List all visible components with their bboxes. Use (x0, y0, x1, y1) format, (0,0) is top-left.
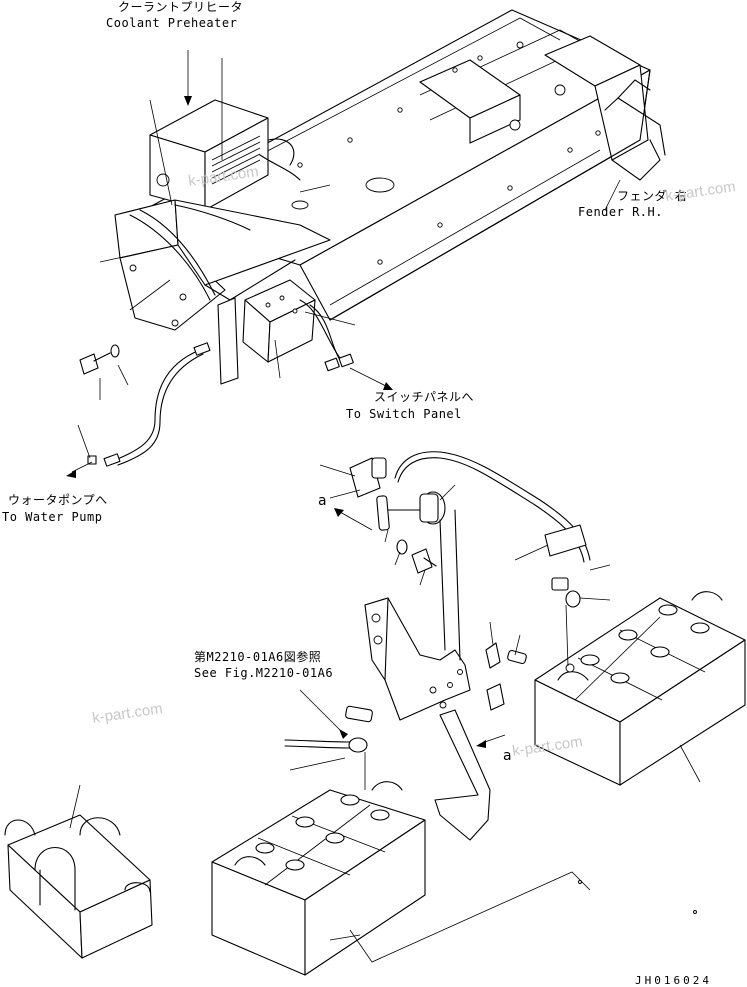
battery-left (211, 689, 426, 976)
coolant-preheater-label-jp: クーラントプリヒータ (118, 0, 244, 14)
leader-lines-upper (99, 50, 621, 390)
battery-right (534, 591, 746, 786)
switch-panel-label-en: To Switch Panel (346, 407, 462, 421)
reference-marker-a-upper: a (318, 493, 327, 509)
battery-link-lines (329, 744, 701, 963)
switch-panel-label-jp: スイッチパネルへ (374, 390, 475, 404)
coolant-preheater (149, 99, 301, 211)
drawing-number: JH016024 (635, 974, 712, 987)
water-pump-cable (66, 342, 211, 478)
battery-holddown-kit (4, 784, 153, 959)
reference-marker-a-lower: a (503, 748, 512, 764)
water-pump-label-en: To Water Pump (2, 510, 103, 524)
battery-relay-group (319, 451, 611, 608)
main-frame (134, 9, 666, 321)
water-pump-label-jp: ウォータポンプへ (8, 493, 108, 507)
fender-label-en: Fender R.H. (578, 205, 663, 219)
fender-label-jp: フェンダ 右 (617, 189, 688, 203)
battery-mount-bracket (364, 509, 527, 841)
see-fig-label-jp: 第M2210-01A6図参照 (194, 650, 322, 664)
coolant-preheater-label-en: Coolant Preheater (106, 16, 238, 30)
see-fig-label-en: See Fig.M2210-01A6 (194, 666, 334, 680)
harness-bracket (114, 199, 354, 385)
